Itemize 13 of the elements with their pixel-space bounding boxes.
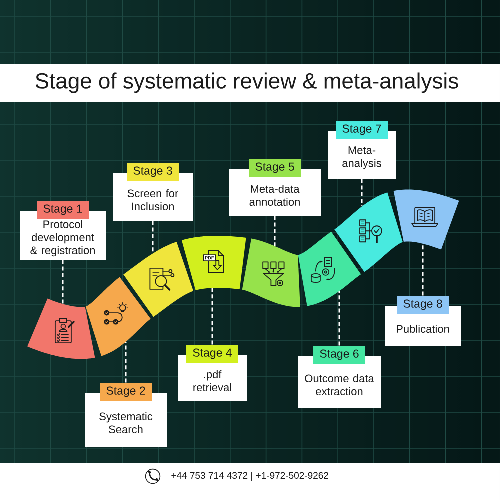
title-banner: Stage of systematic review & meta-analysis bbox=[0, 64, 500, 102]
stage-tab: Stage 4 bbox=[186, 345, 238, 363]
leader-line bbox=[361, 179, 363, 207]
stage-tab: Stage 7 bbox=[336, 121, 388, 139]
stage-tab: Stage 8 bbox=[397, 296, 449, 314]
leader-line bbox=[212, 288, 214, 345]
phone-number: +44 753 714 4372 | +1-972-502-9262 bbox=[172, 472, 328, 481]
leader-line bbox=[152, 221, 154, 254]
leader-line bbox=[338, 292, 340, 346]
leader-line bbox=[422, 244, 424, 296]
leader-line bbox=[125, 342, 127, 383]
leader-line bbox=[62, 260, 64, 304]
leader-line bbox=[274, 216, 276, 246]
